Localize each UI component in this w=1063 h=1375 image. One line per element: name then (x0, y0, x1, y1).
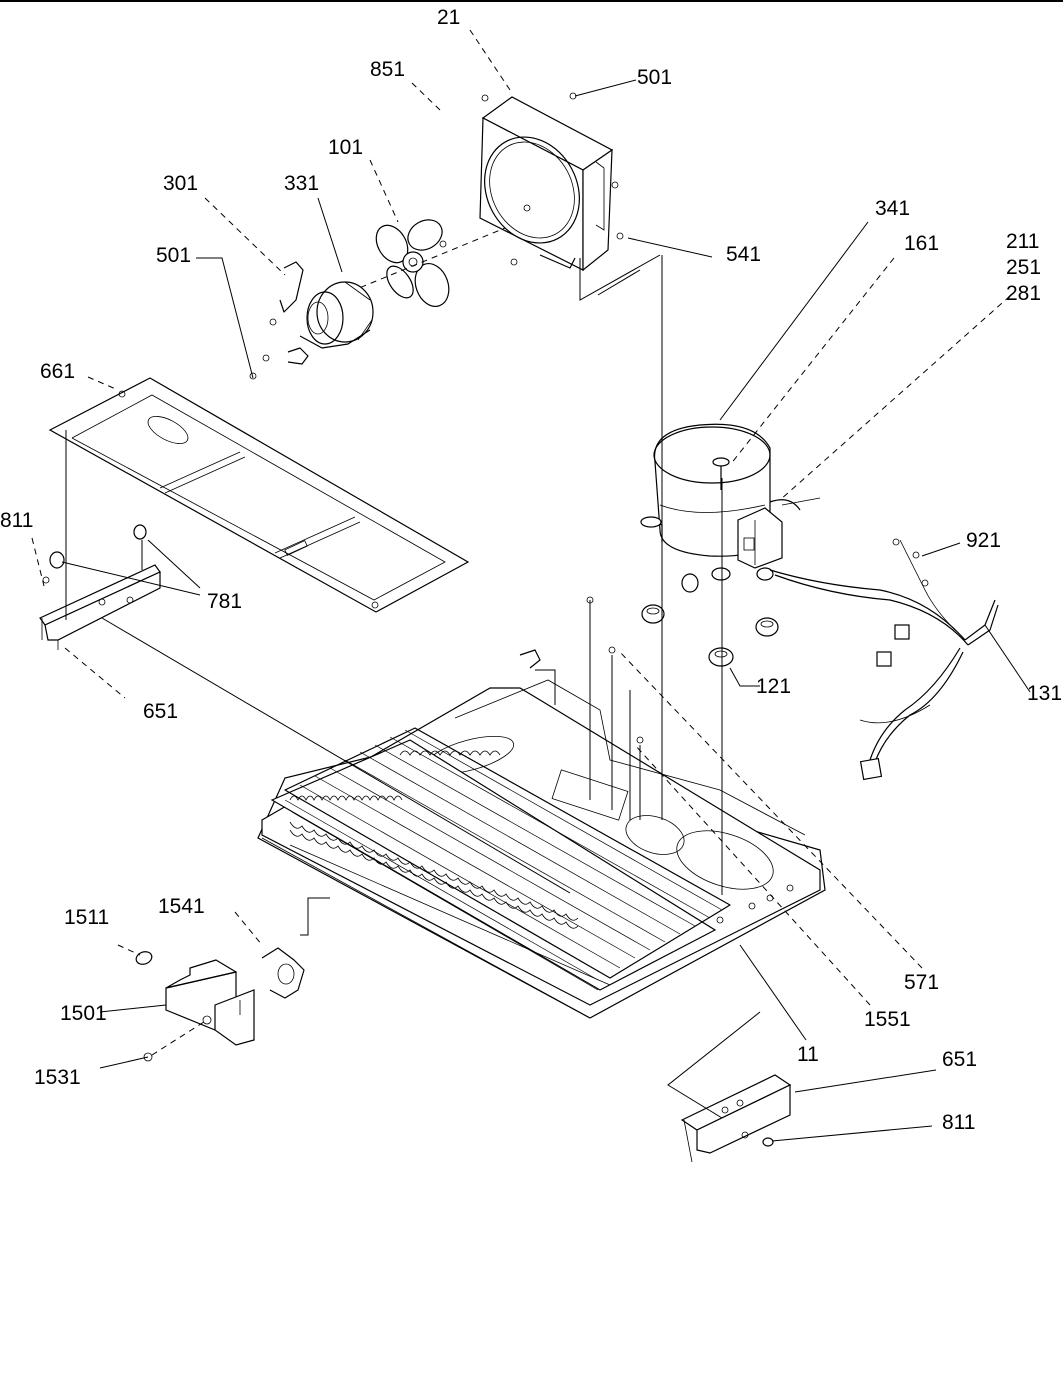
fan-shroud (439, 92, 661, 301)
base-pan (257, 255, 826, 1019)
label-661: 661 (40, 360, 75, 383)
label-811-left: 811 (0, 509, 33, 532)
label-211: 211 (1006, 230, 1039, 253)
label-811-right: 811 (942, 1111, 975, 1134)
label-1551: 1551 (864, 1008, 911, 1031)
compressor (640, 423, 821, 593)
label-341: 341 (875, 197, 910, 220)
label-331: 331 (284, 172, 319, 195)
label-161: 161 (904, 232, 939, 255)
label-21: 21 (437, 6, 460, 29)
label-851: 851 (370, 58, 405, 81)
label-1531: 1531 (34, 1066, 81, 1089)
label-501-top: 501 (637, 66, 672, 89)
label-131: 131 (1027, 682, 1062, 705)
fan-motor (249, 261, 374, 380)
label-921: 921 (966, 529, 1001, 552)
label-281: 281 (1006, 282, 1041, 305)
leader-lines (31, 29, 1031, 1142)
control-box (117, 897, 330, 1062)
label-1501: 1501 (60, 1002, 107, 1025)
left-bracket (39, 430, 161, 650)
label-651-left: 651 (143, 700, 178, 723)
wire-harness (769, 538, 999, 781)
label-121: 121 (756, 675, 791, 698)
label-301: 301 (163, 172, 198, 195)
grommets (641, 604, 779, 667)
label-651-right: 651 (942, 1048, 977, 1071)
callout-labels: 21 851 501 101 301 331 501 541 341 161 2… (0, 6, 1062, 1134)
label-1511: 1511 (64, 906, 109, 929)
label-251: 251 (1006, 256, 1041, 279)
label-541: 541 (726, 243, 761, 266)
label-781: 781 (207, 590, 242, 613)
label-11: 11 (797, 1043, 819, 1066)
cover-panel (48, 377, 470, 613)
label-101: 101 (328, 136, 363, 159)
fan-blade (329, 219, 506, 307)
label-501-left: 501 (156, 244, 191, 267)
label-571: 571 (904, 971, 939, 994)
label-1541: 1541 (158, 895, 205, 918)
right-bracket (667, 1011, 792, 1163)
